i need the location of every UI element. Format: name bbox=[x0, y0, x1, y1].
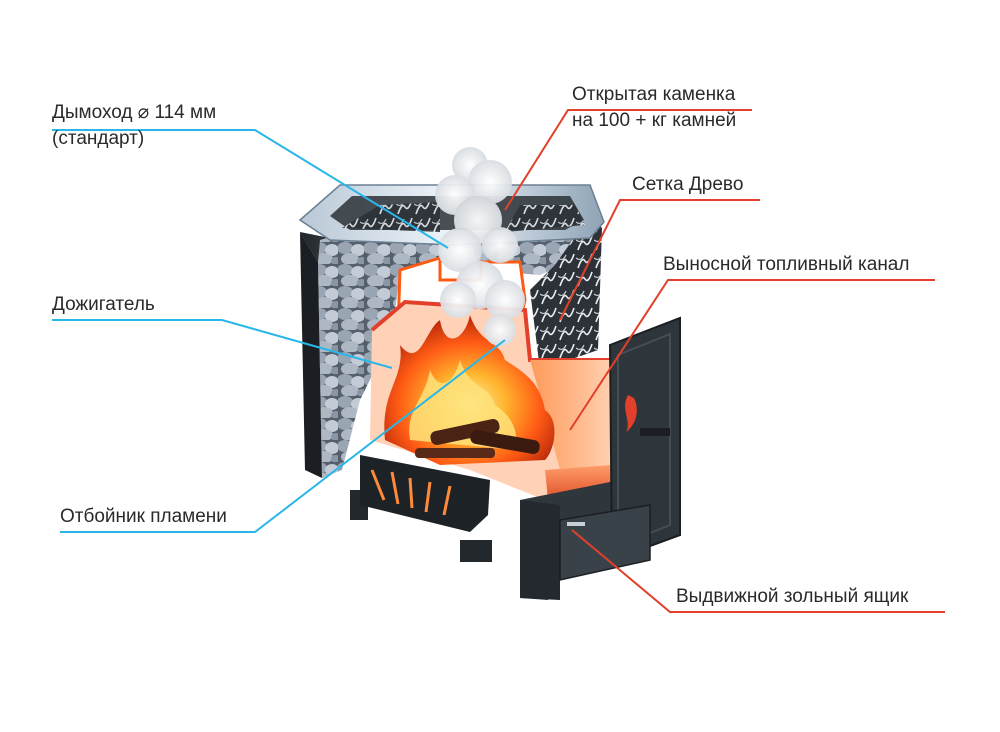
label-open-heater: Открытая каменка на 100 + кг камней bbox=[572, 82, 736, 134]
stove-door bbox=[608, 316, 681, 562]
label-open-heater-line2: на 100 + кг камней bbox=[572, 110, 737, 131]
callout-line-ash-drawer bbox=[571, 529, 945, 613]
logo-icon bbox=[625, 395, 637, 432]
steam-cloud bbox=[435, 147, 525, 346]
callout-lines-right bbox=[504, 109, 945, 613]
label-afterburner-line1: Дожигатель bbox=[52, 294, 155, 315]
label-flame-deflector-line1: Отбойник пламени bbox=[60, 506, 227, 527]
label-mesh-line1: Сетка Древо bbox=[632, 174, 744, 195]
label-fuel-channel-line1: Выносной топливный канал bbox=[663, 254, 910, 275]
callout-line-fuel-channel bbox=[569, 279, 935, 431]
callout-lines-left bbox=[52, 129, 506, 533]
label-flame-deflector: Отбойник пламени bbox=[60, 504, 227, 530]
label-ash-drawer: Выдвижной зольный ящик bbox=[676, 584, 908, 610]
callout-line-mesh bbox=[559, 199, 760, 321]
callout-line-chimney bbox=[52, 129, 449, 249]
label-afterburner: Дожигатель bbox=[52, 292, 155, 318]
label-chimney-line1: Дымоход ⌀ 114 мм bbox=[52, 102, 217, 123]
label-ash-drawer-line1: Выдвижной зольный ящик bbox=[676, 586, 909, 607]
stove-leg bbox=[460, 540, 492, 562]
label-open-heater-line1: Открытая каменка bbox=[572, 84, 736, 105]
label-chimney-line2: (стандарт) bbox=[52, 128, 145, 149]
label-chimney: Дымоход ⌀ 114 мм (стандарт) bbox=[52, 100, 216, 152]
label-mesh: Сетка Древо bbox=[632, 172, 743, 198]
label-fuel-channel: Выносной топливный канал bbox=[663, 252, 909, 278]
mesh-wall bbox=[530, 215, 602, 370]
callout-line-open-heater bbox=[504, 109, 752, 211]
callout-line-afterburner bbox=[52, 319, 393, 369]
callout-line-flame-deflector bbox=[60, 339, 506, 533]
